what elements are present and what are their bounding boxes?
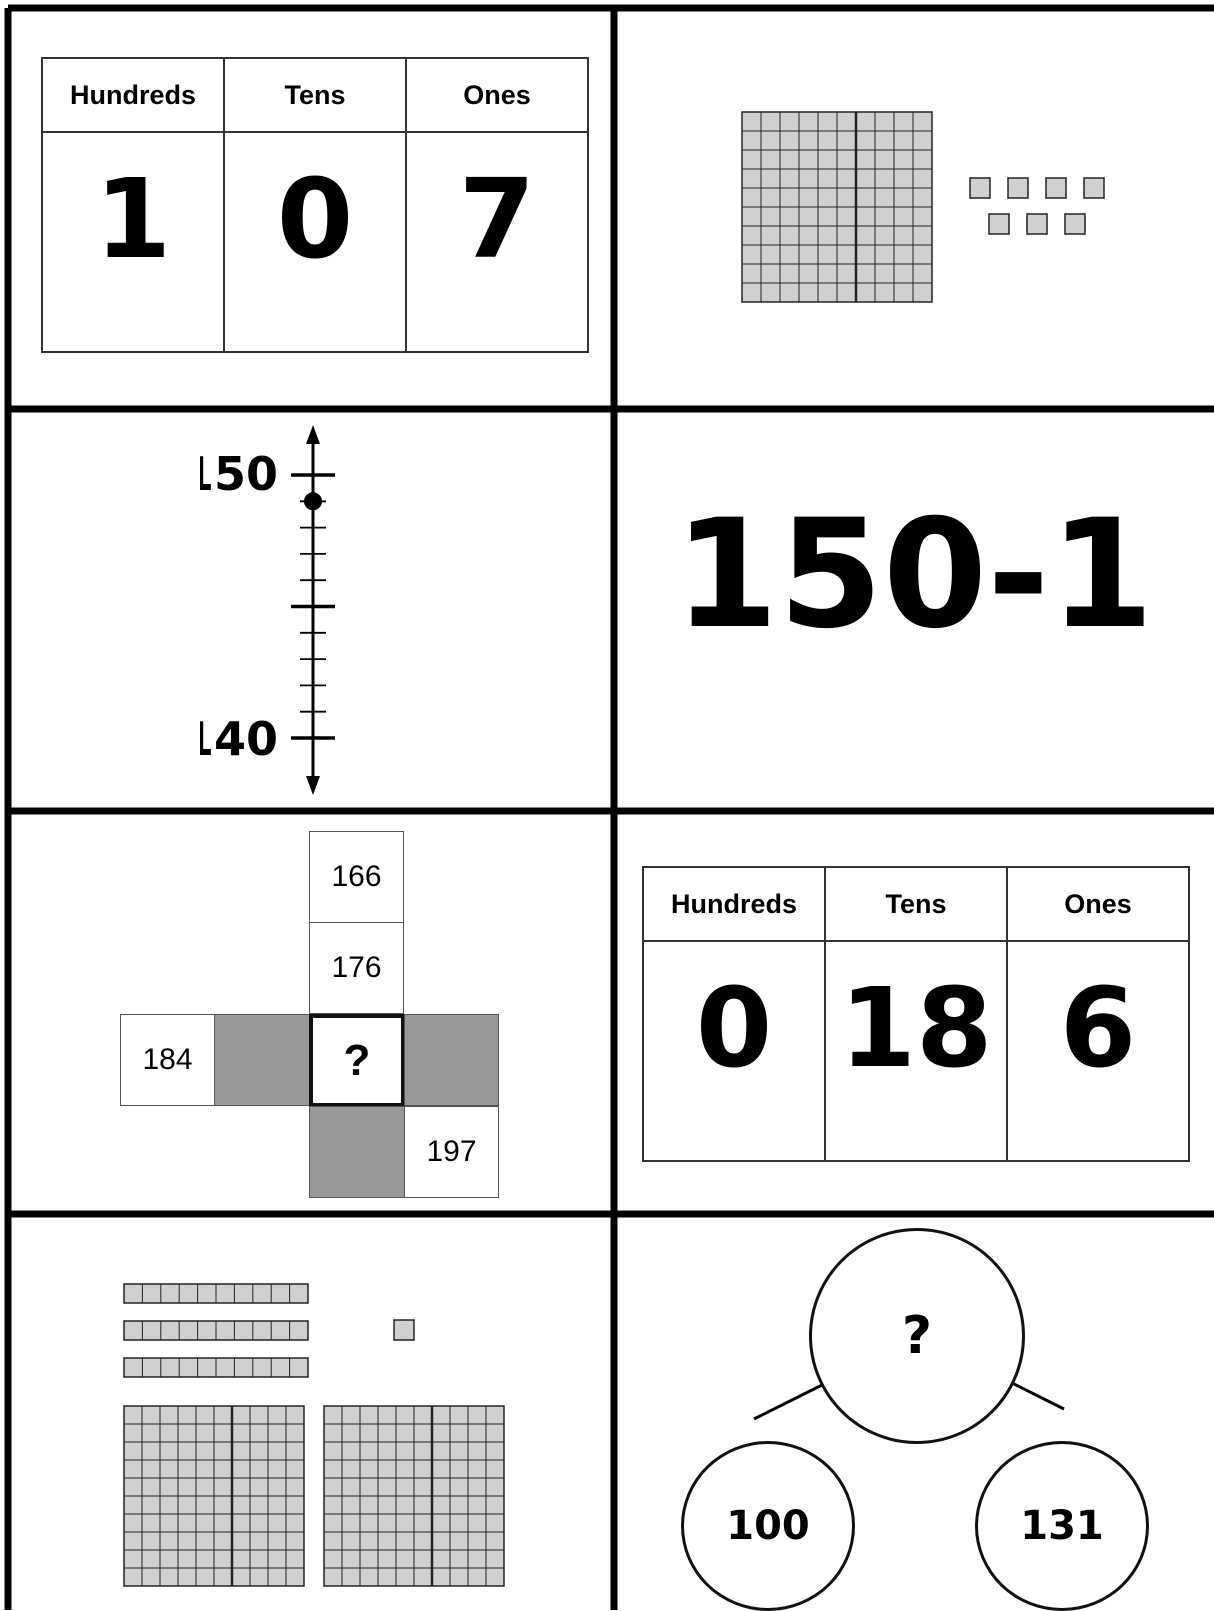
puzzle-cell-shaded-right: [404, 1014, 499, 1106]
one-cube-block: [989, 214, 1009, 234]
number-line-top-label: 150: [200, 447, 278, 501]
header-hundreds: Hundreds: [42, 58, 224, 132]
number-bond-part-left: 100: [681, 1441, 855, 1611]
arrow-up-icon: [306, 425, 320, 444]
hundred-flat-block: [742, 112, 932, 302]
puzzle-cell-176: 176: [309, 922, 404, 1014]
digit-hundreds: 1: [42, 132, 224, 352]
digit-tens: 18: [825, 941, 1007, 1161]
header-ones: Ones: [406, 58, 588, 132]
one-cube-block: [1084, 178, 1104, 198]
one-cube-block: [394, 1320, 414, 1340]
number-line-point: [304, 492, 322, 510]
puzzle-cell-shaded-bottom: [309, 1106, 405, 1198]
place-value-chart-2: Hundreds Tens Ones 0 18 6: [642, 866, 1190, 1162]
expression-text: 150-1: [614, 500, 1214, 650]
base-ten-blocks-1: [740, 110, 1120, 310]
one-cube-block: [1065, 214, 1085, 234]
digit-ones: 7: [406, 132, 588, 352]
number-line-bottom-label: 140: [200, 712, 278, 766]
header-tens: Tens: [825, 867, 1007, 941]
hundred-flat-block: [324, 1406, 504, 1586]
vertical-number-line: 150 140: [200, 420, 400, 800]
header-ones: Ones: [1007, 867, 1189, 941]
number-bond-part-right: 131: [975, 1441, 1149, 1611]
ten-rod-block: [124, 1358, 308, 1377]
arrow-down-icon: [306, 776, 320, 795]
puzzle-cell-unknown: ?: [309, 1014, 405, 1107]
digit-hundreds: 0: [643, 941, 825, 1161]
hundred-flat-block: [124, 1406, 304, 1586]
one-cube-block: [1008, 178, 1028, 198]
number-bond-whole: ?: [809, 1228, 1025, 1444]
one-cube-block: [1027, 214, 1047, 234]
ten-rod-block: [124, 1284, 308, 1303]
one-cube-block: [1046, 178, 1066, 198]
ten-rod-block: [124, 1321, 308, 1340]
puzzle-cell-197: 197: [404, 1106, 499, 1198]
one-cube-block: [970, 178, 990, 198]
digit-ones: 6: [1007, 941, 1189, 1161]
header-hundreds: Hundreds: [643, 867, 825, 941]
place-value-chart-1: Hundreds Tens Ones 1 0 7: [41, 57, 589, 353]
digit-tens: 0: [224, 132, 406, 352]
puzzle-cell-shaded-left: [214, 1014, 310, 1106]
base-ten-blocks-2: [120, 1280, 520, 1600]
puzzle-cell-166: 166: [309, 831, 404, 923]
header-tens: Tens: [224, 58, 406, 132]
puzzle-cell-184: 184: [120, 1014, 215, 1106]
